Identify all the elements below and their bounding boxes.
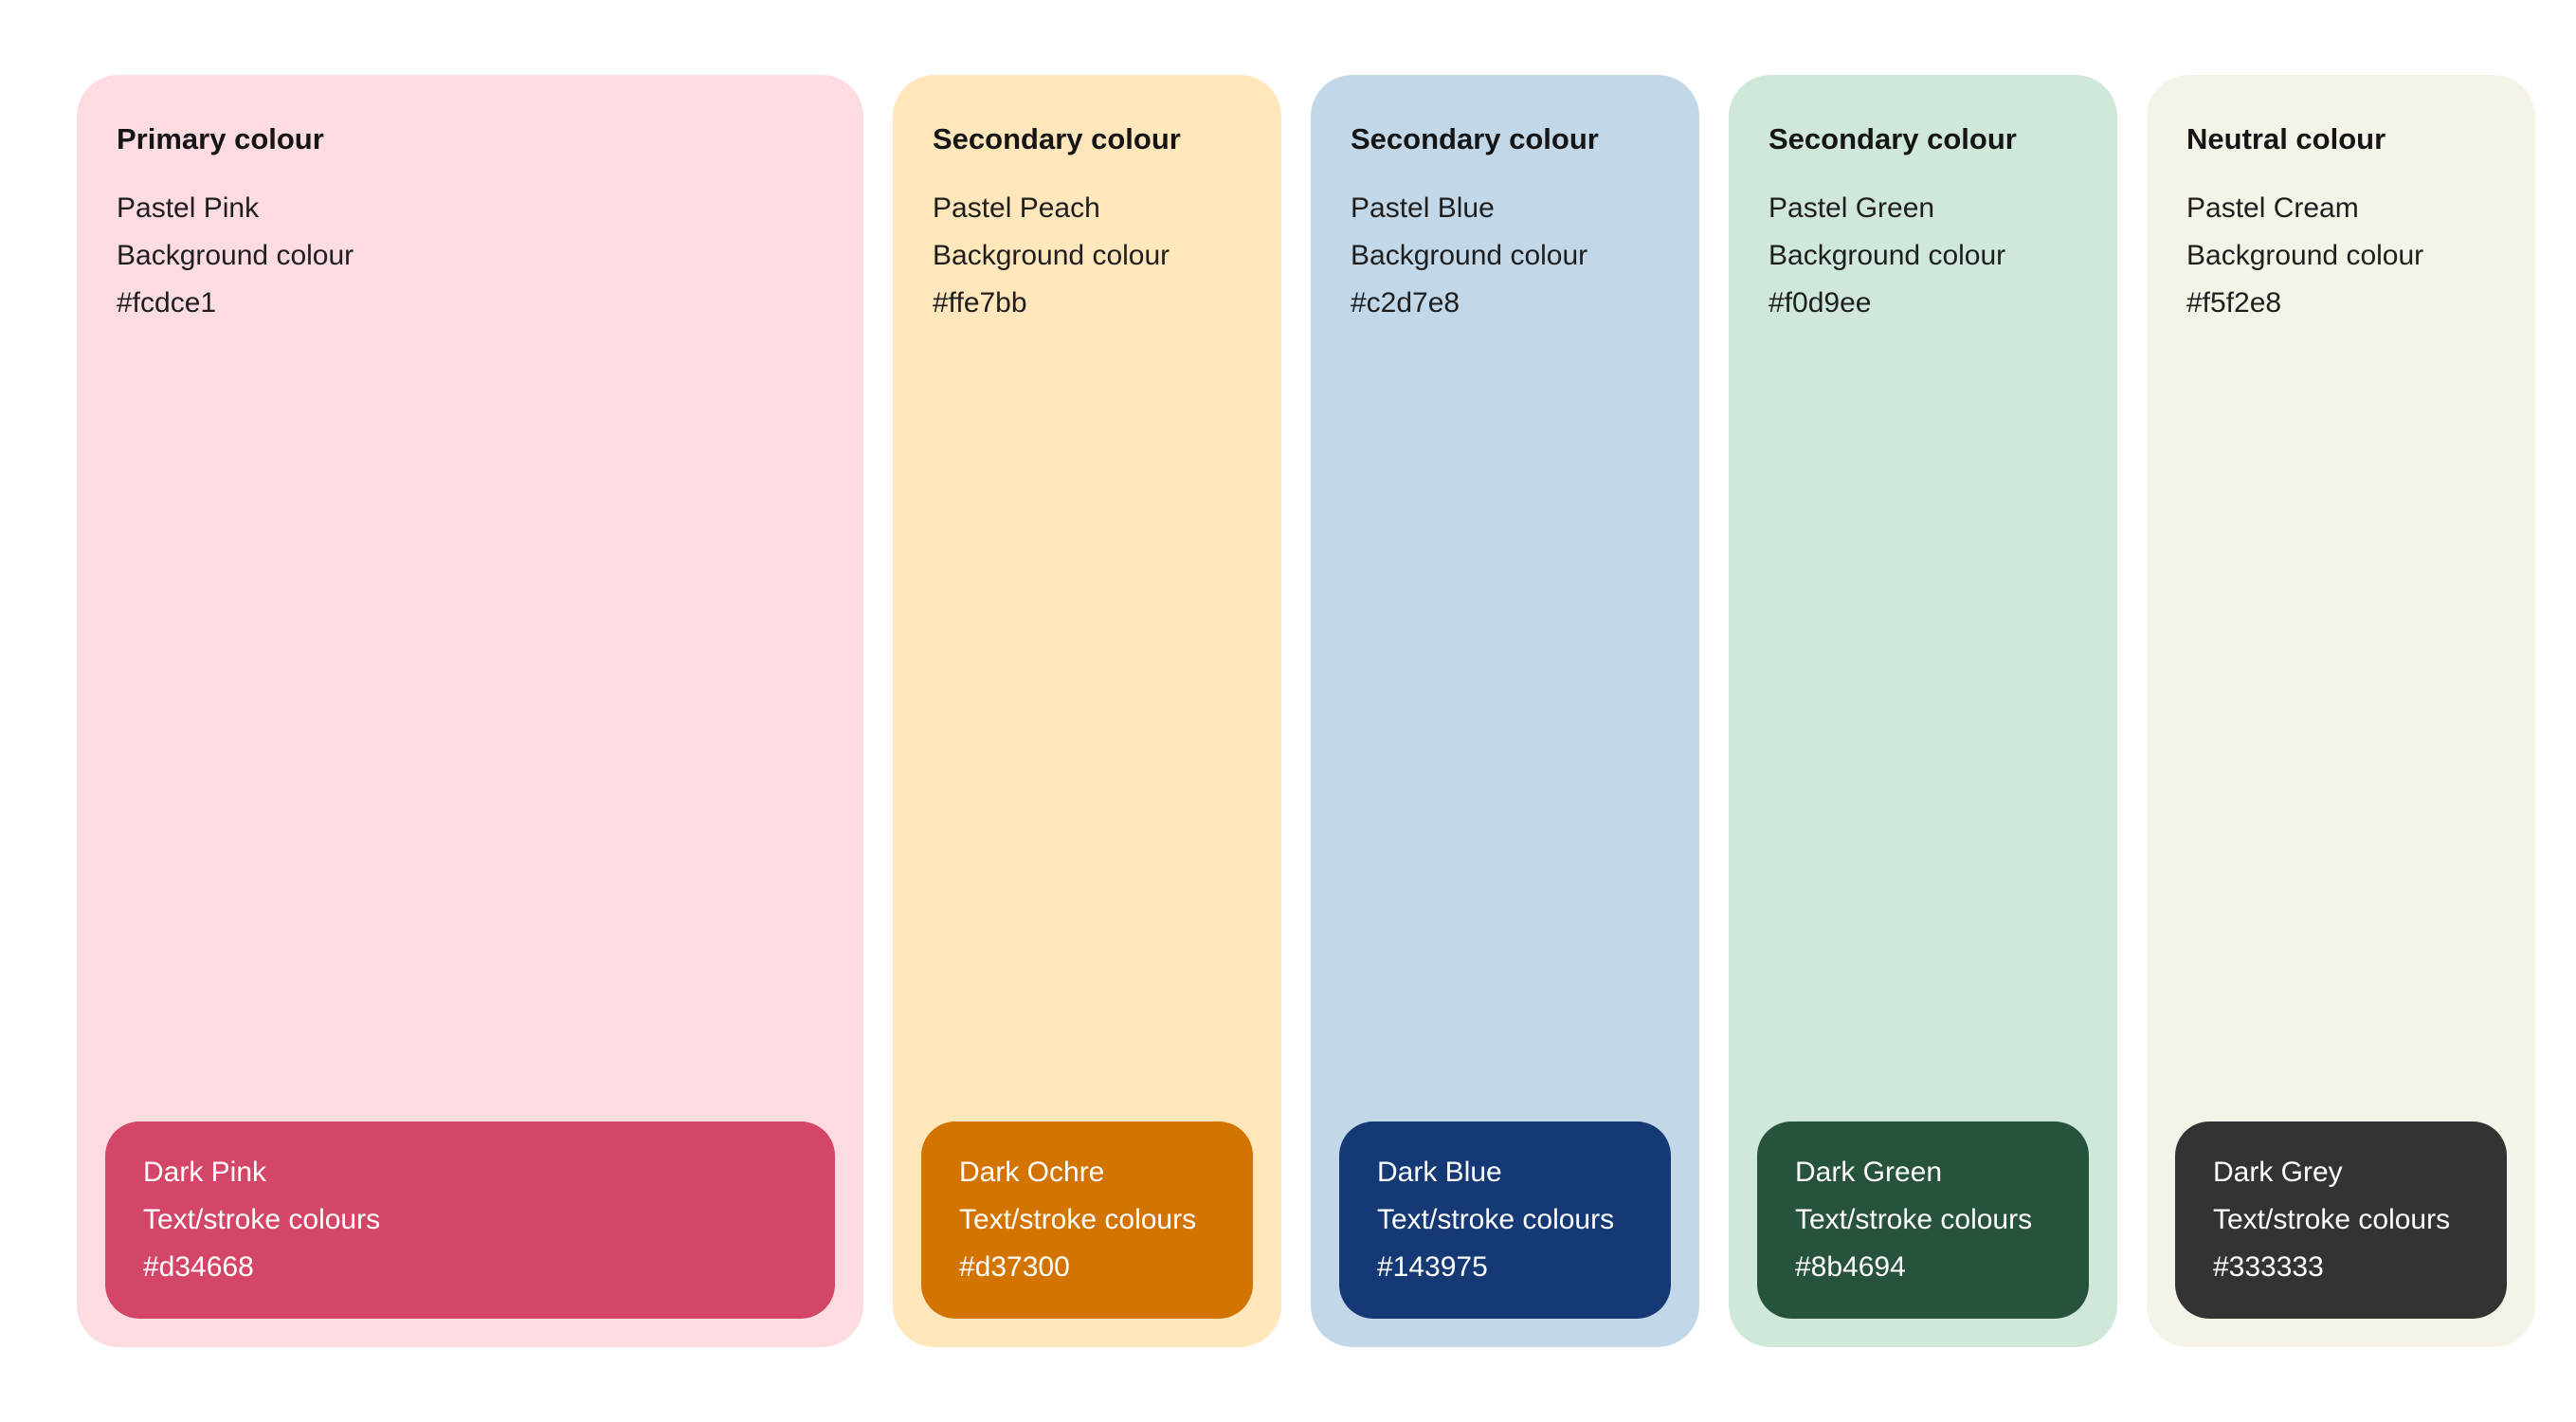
swatch-colour-usage: Text/stroke colours xyxy=(1795,1204,2033,1235)
swatch-colour-name: Dark Green xyxy=(1795,1157,1943,1188)
colour-hex: #f5f2e8 xyxy=(2186,287,2282,319)
card-category-label: Primary colour xyxy=(117,122,324,155)
colour-name: Pastel Blue xyxy=(1351,192,1495,224)
colour-palette: Primary colour Pastel Pink Background co… xyxy=(77,75,2535,1347)
palette-card-neutral-cream: Neutral colour Pastel Cream Background c… xyxy=(2147,75,2535,1347)
colour-hex: #f0d9ee xyxy=(1769,287,1872,319)
card-category-label: Secondary colour xyxy=(1351,122,1599,155)
swatch-colour-name: Dark Blue xyxy=(1377,1157,1502,1188)
dark-swatch-blue: Dark Blue Text/stroke colours #143975 xyxy=(1339,1121,1671,1319)
colour-hex: #ffe7bb xyxy=(933,287,1027,319)
colour-usage: Background colour xyxy=(2186,240,2424,271)
swatch-colour-name: Dark Ochre xyxy=(959,1157,1105,1188)
colour-hex: #c2d7e8 xyxy=(1351,287,1460,319)
swatch-colour-usage: Text/stroke colours xyxy=(2213,1204,2451,1235)
card-category-label: Secondary colour xyxy=(933,122,1181,155)
swatch-colour-name: Dark Pink xyxy=(143,1157,267,1188)
colour-name: Pastel Peach xyxy=(933,192,1100,224)
palette-card-secondary-green: Secondary colour Pastel Green Background… xyxy=(1729,75,2117,1347)
colour-hex: #fcdce1 xyxy=(117,287,217,319)
swatch-colour-usage: Text/stroke colours xyxy=(959,1204,1197,1235)
colour-usage: Background colour xyxy=(117,240,354,271)
swatch-colour-hex: #143975 xyxy=(1377,1251,1488,1283)
colour-usage: Background colour xyxy=(1351,240,1588,271)
swatch-colour-hex: #d37300 xyxy=(959,1251,1070,1283)
colour-name: Pastel Cream xyxy=(2186,192,2359,224)
card-category-label: Secondary colour xyxy=(1769,122,2017,155)
swatch-colour-hex: #8b4694 xyxy=(1795,1251,1906,1283)
swatch-colour-hex: #d34668 xyxy=(143,1251,254,1283)
swatch-colour-usage: Text/stroke colours xyxy=(143,1204,381,1235)
colour-usage: Background colour xyxy=(1769,240,2006,271)
palette-card-secondary-blue: Secondary colour Pastel Blue Background … xyxy=(1311,75,1699,1347)
swatch-colour-name: Dark Grey xyxy=(2213,1157,2343,1188)
colour-name: Pastel Green xyxy=(1769,192,1935,224)
card-spacer xyxy=(1339,327,1671,1121)
dark-swatch-pink: Dark Pink Text/stroke colours #d34668 xyxy=(105,1121,835,1319)
swatch-colour-hex: #333333 xyxy=(2213,1251,2324,1283)
card-spacer xyxy=(1757,327,2089,1121)
colour-usage: Background colour xyxy=(933,240,1170,271)
colour-name: Pastel Pink xyxy=(117,192,260,224)
dark-swatch-green: Dark Green Text/stroke colours #8b4694 xyxy=(1757,1121,2089,1319)
dark-swatch-grey: Dark Grey Text/stroke colours #333333 xyxy=(2175,1121,2507,1319)
palette-card-primary-pink: Primary colour Pastel Pink Background co… xyxy=(77,75,863,1347)
card-spacer xyxy=(2175,327,2507,1121)
card-spacer xyxy=(921,327,1253,1121)
palette-card-secondary-peach: Secondary colour Pastel Peach Background… xyxy=(893,75,1281,1347)
card-category-label: Neutral colour xyxy=(2186,122,2386,155)
swatch-colour-usage: Text/stroke colours xyxy=(1377,1204,1615,1235)
card-spacer xyxy=(105,327,835,1121)
dark-swatch-ochre: Dark Ochre Text/stroke colours #d37300 xyxy=(921,1121,1253,1319)
